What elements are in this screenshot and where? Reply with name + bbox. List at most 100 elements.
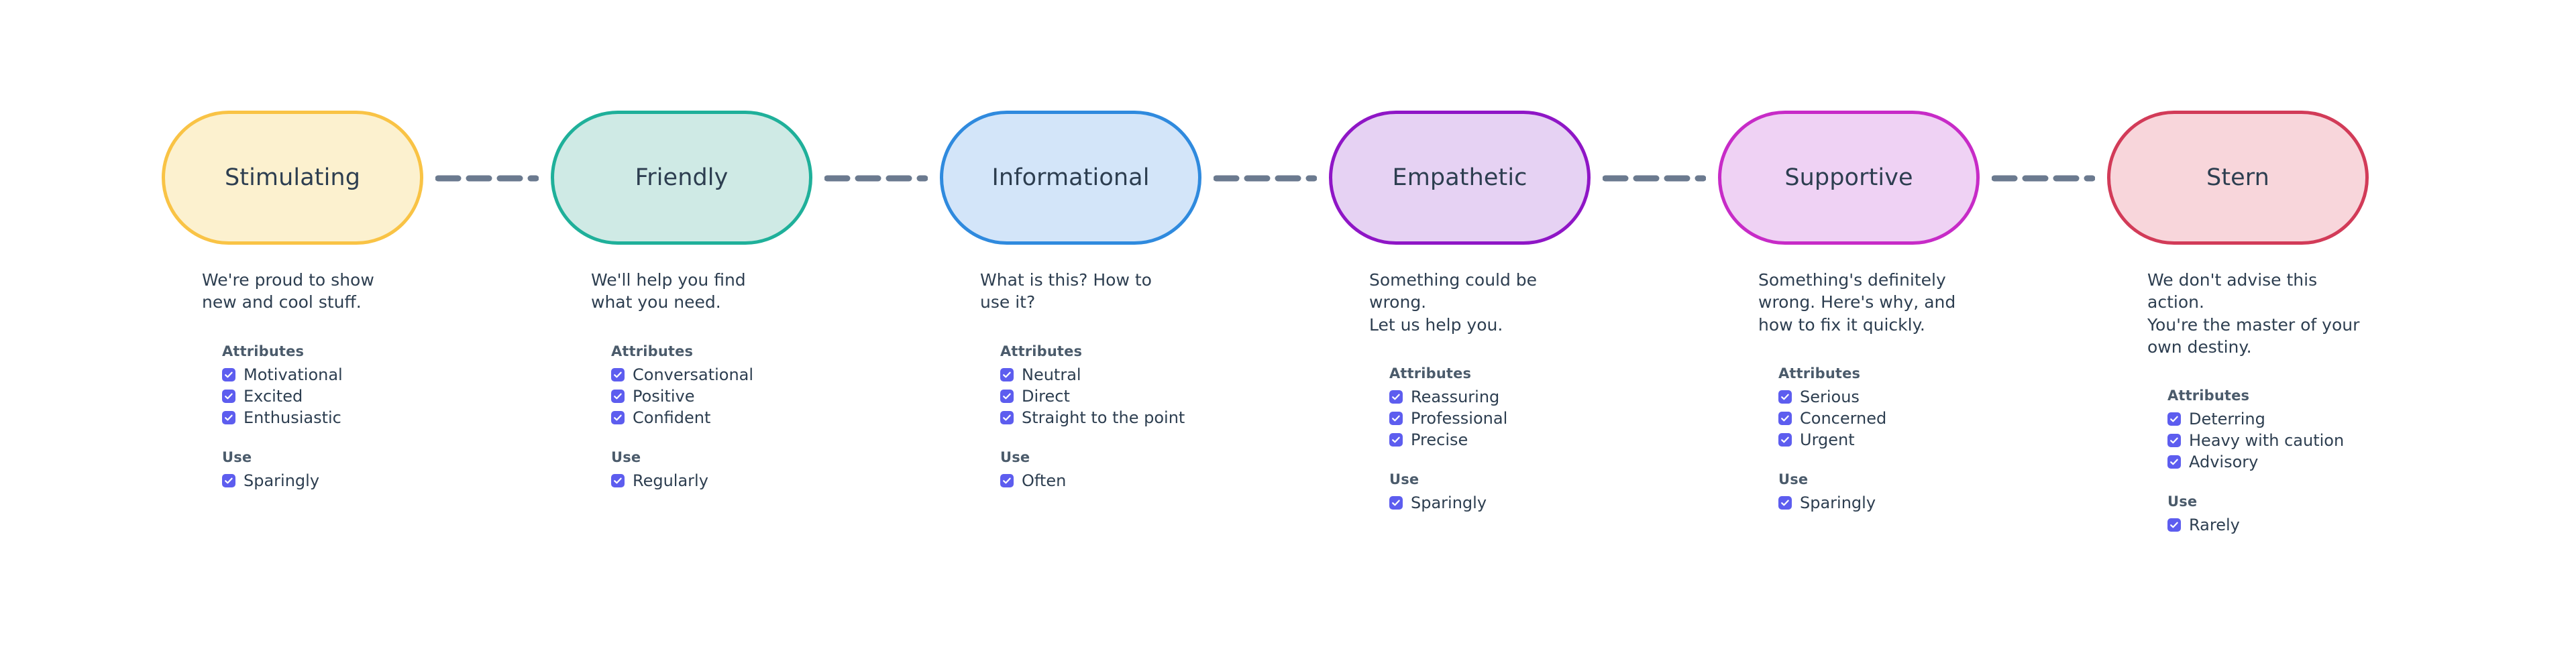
checklist-item-label: Conversational — [633, 365, 754, 384]
checklist-item[interactable]: Sparingly — [222, 470, 443, 491]
checklist-heading-use: Use — [611, 449, 641, 465]
checklist-item-label: Sparingly — [244, 471, 320, 490]
check-icon[interactable] — [611, 389, 625, 403]
checklist-item-label: Motivational — [244, 365, 343, 384]
tone-pill-label: Stern — [2206, 164, 2269, 191]
tone-pill-label: Friendly — [635, 164, 729, 191]
checklist-heading-use: Use — [2167, 493, 2198, 510]
check-icon[interactable] — [2167, 455, 2181, 469]
check-icon[interactable] — [222, 473, 235, 487]
checklist-item-label: Sparingly — [1411, 493, 1487, 512]
pill-connector — [824, 175, 928, 182]
checklist-item[interactable]: Excited — [222, 386, 443, 407]
checklist-item-label: Positive — [633, 386, 695, 406]
checklist-heading-use: Use — [222, 449, 252, 465]
checklist-item[interactable]: Direct — [1000, 386, 1222, 407]
check-icon[interactable] — [1000, 367, 1014, 381]
checklist-item-label: Heavy with caution — [2189, 431, 2345, 450]
check-icon[interactable] — [1778, 495, 1792, 510]
check-icon[interactable] — [1778, 390, 1792, 404]
tone-description: Something's definitely wrong. Here's why… — [1758, 270, 1956, 335]
tone-pill[interactable]: Supportive — [1718, 111, 1980, 245]
checklist-item-label: Reassuring — [1411, 387, 1500, 406]
checklist-heading-attributes: Attributes — [611, 343, 694, 359]
checklist-item-label: Precise — [1411, 430, 1468, 449]
checklist-heading-use: Use — [1000, 449, 1030, 465]
checklist-item-label: Rarely — [2189, 516, 2240, 534]
check-icon[interactable] — [611, 367, 625, 381]
check-icon[interactable] — [1778, 411, 1792, 425]
checklist-heading-use: Use — [1389, 471, 1419, 487]
check-icon[interactable] — [1000, 389, 1014, 403]
tone-description: What is this? How to use it? — [980, 270, 1152, 312]
checklist-item[interactable]: Advisory — [2167, 451, 2389, 473]
checklist-item-label: Confident — [633, 408, 711, 427]
check-icon[interactable] — [1389, 411, 1403, 425]
checklist-item[interactable]: Precise — [1389, 429, 1611, 451]
check-icon[interactable] — [611, 473, 625, 487]
check-icon[interactable] — [222, 389, 235, 403]
tone-pill[interactable]: Informational — [940, 111, 1201, 245]
pill-connector — [1992, 175, 2095, 182]
tone-description: We don't advise this action. You're the … — [2147, 270, 2360, 357]
check-icon[interactable] — [1389, 495, 1403, 510]
checklist-item[interactable]: Confident — [611, 407, 833, 428]
checklist-item[interactable]: Sparingly — [1389, 492, 1611, 514]
check-icon[interactable] — [1000, 410, 1014, 424]
tone-pill[interactable]: Stern — [2107, 111, 2369, 245]
checklist-item-label: Excited — [244, 386, 303, 406]
checklist-item[interactable]: Urgent — [1778, 429, 2000, 451]
checklist-item[interactable]: Rarely — [2167, 514, 2389, 536]
checklist-item-label: Concerned — [1800, 408, 1887, 428]
checklist-item[interactable]: Heavy with caution — [2167, 430, 2389, 451]
check-icon[interactable] — [1778, 432, 1792, 447]
checklist-item[interactable]: Professional — [1389, 408, 1611, 429]
check-icon[interactable] — [1389, 390, 1403, 404]
checklist-item-label: Often — [1022, 471, 1067, 490]
checklist-item-label: Professional — [1411, 408, 1508, 428]
tone-column: Stern We don't advise this action. You're… — [2107, 111, 2369, 536]
check-icon[interactable] — [222, 367, 235, 381]
check-icon[interactable] — [222, 410, 235, 424]
checklist-item[interactable]: Positive — [611, 386, 833, 407]
checklist-item[interactable]: Neutral — [1000, 364, 1222, 386]
checklist-item[interactable]: Reassuring — [1389, 386, 1611, 408]
tone-pill[interactable]: Friendly — [551, 111, 812, 245]
tone-pill-label: Empathetic — [1392, 164, 1527, 191]
check-icon[interactable] — [2167, 434, 2181, 447]
check-icon[interactable] — [1389, 432, 1403, 447]
checklist-item[interactable]: Serious — [1778, 386, 2000, 408]
checklist-item[interactable]: Straight to the point — [1000, 407, 1222, 428]
checklist-item[interactable]: Conversational — [611, 364, 833, 386]
tone-pill-label: Stimulating — [224, 164, 361, 191]
check-icon[interactable] — [611, 410, 625, 424]
checklist-item[interactable]: Regularly — [611, 470, 833, 491]
checklist-item[interactable]: Sparingly — [1778, 492, 2000, 514]
checklist-item-label: Advisory — [2189, 453, 2259, 471]
check-icon[interactable] — [2167, 412, 2181, 426]
pill-connector — [1214, 175, 1317, 182]
checklist-item[interactable]: Enthusiastic — [222, 407, 443, 428]
checklist-heading-attributes: Attributes — [1389, 365, 1472, 381]
checklist-item[interactable]: Motivational — [222, 364, 443, 386]
tone-pill[interactable]: Empathetic — [1329, 111, 1591, 245]
checklist-item[interactable]: Concerned — [1778, 408, 2000, 429]
checklist-item[interactable]: Often — [1000, 470, 1222, 491]
tone-pill-label: Informational — [991, 164, 1150, 191]
check-icon[interactable] — [2167, 518, 2181, 532]
checklist-item[interactable]: Deterring — [2167, 408, 2389, 430]
check-icon[interactable] — [1000, 473, 1014, 487]
tone-pill[interactable]: Stimulating — [162, 111, 423, 245]
checklist-item-label: Direct — [1022, 386, 1070, 406]
